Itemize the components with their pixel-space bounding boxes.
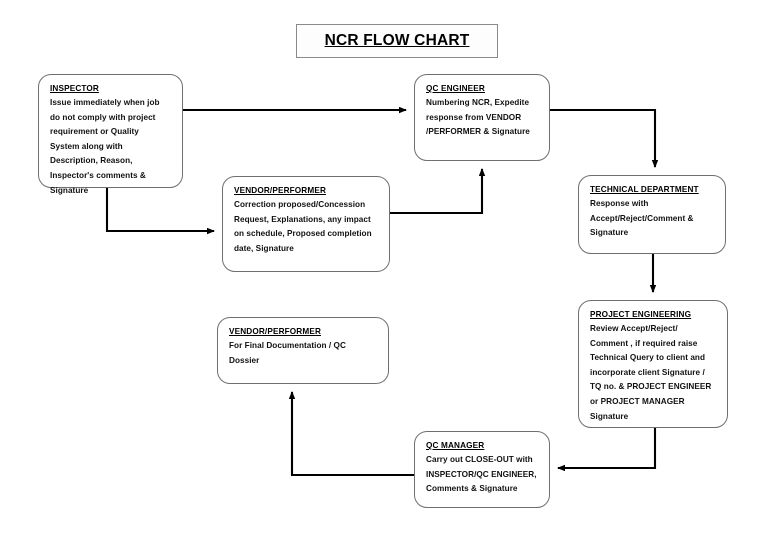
node-qc-engineer-heading: QC ENGINEER (426, 84, 485, 93)
connector-vendor-response-to-qc-engineer (390, 168, 486, 215)
node-vendor-performer-response[interactable]: VENDOR/PERFORMER Correction proposed/Con… (222, 176, 390, 272)
node-technical-department-body: Response with Accept/Reject/Comment & Si… (590, 199, 694, 238)
node-qc-manager-body: Carry out CLOSE-OUT with INSPECTOR/QC EN… (426, 455, 537, 494)
node-vendor-performer-response-heading: VENDOR/PERFORMER (234, 186, 327, 195)
node-project-engineering-heading: PROJECT ENGINEERING (590, 310, 692, 319)
node-inspector-heading: INSPECTOR (50, 84, 99, 93)
node-technical-department-heading: TECHNICAL DEPARTMENT (590, 185, 699, 194)
node-qc-engineer[interactable]: QC ENGINEER Numbering NCR, Expedite resp… (414, 74, 550, 161)
node-project-engineering[interactable]: PROJECT ENGINEERING Review Accept/Reject… (578, 300, 728, 428)
node-vendor-performer-response-body: Correction proposed/Concession Request, … (234, 200, 372, 253)
node-technical-department[interactable]: TECHNICAL DEPARTMENT Response with Accep… (578, 175, 726, 254)
page-title: NCR FLOW CHART (324, 32, 470, 49)
node-inspector-body: Issue immediately when job do not comply… (50, 98, 160, 195)
node-vendor-performer-final-heading: VENDOR/PERFORMER (229, 327, 322, 336)
connector-qc-engineer-to-technical-dept (550, 108, 659, 168)
node-vendor-performer-final[interactable]: VENDOR/PERFORMER For Final Documentation… (217, 317, 389, 384)
node-qc-manager[interactable]: QC MANAGER Carry out CLOSE-OUT with INSP… (414, 431, 550, 508)
node-vendor-performer-final-body: For Final Documentation / QC Dossier (229, 341, 346, 365)
node-qc-engineer-body: Numbering NCR, Expedite response from VE… (426, 98, 530, 137)
chart-title-box: NCR FLOW CHART (296, 24, 498, 58)
node-inspector[interactable]: INSPECTOR Issue immediately when job do … (38, 74, 183, 195)
connector-qc-manager-to-vendor-final (288, 391, 414, 477)
node-project-engineering-body: Review Accept/Reject/ Comment , if requi… (590, 324, 712, 421)
node-qc-manager-heading: QC MANAGER (426, 441, 485, 450)
connector-project-eng-to-qc-manager (557, 428, 657, 472)
